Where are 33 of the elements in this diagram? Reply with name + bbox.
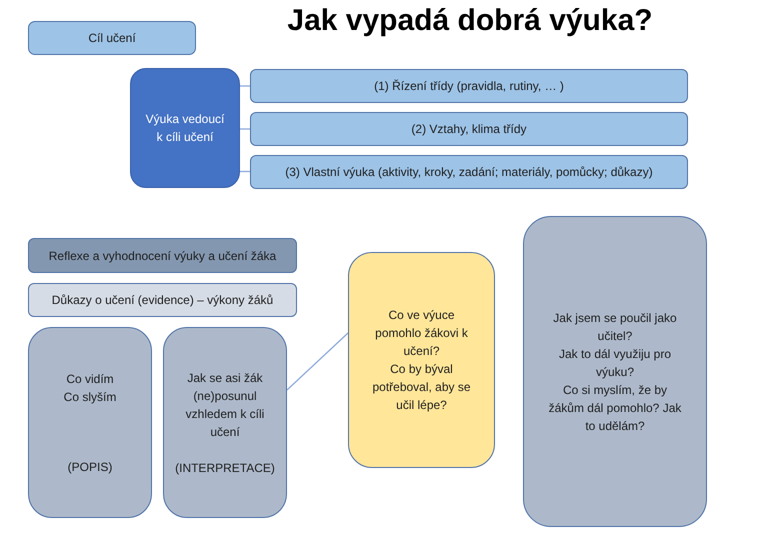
text-card (163, 327, 287, 518)
box-text: (3) Vlastní výuka (aktivity, kroky, zadání; materiály, pomůcky; důkazy) (285, 164, 653, 181)
box-text: (2) Vztahy, klima třídy (411, 121, 527, 138)
connector-line (286, 332, 348, 390)
box-text: Co si myslím, že by žákům dál pomohlo? Jak to udělám? (548, 382, 682, 434)
connector-line (240, 85, 250, 87)
connector-line (240, 128, 250, 130)
box-text: (INTERPRETACE) (175, 460, 275, 476)
box-text: Reflexe a vyhodnocení výuky a učení žáka (48, 248, 276, 264)
box-text: Výuka vedoucí k cíli učení (144, 111, 226, 146)
box-text: Co by býval potřeboval, aby se učil lépe? (371, 361, 472, 414)
connector-line (240, 170, 250, 172)
title: Jak vypadá dobrá výuka? (286, 4, 654, 38)
box-text: Co ve výuce pomohlo žákovi k učení? (374, 307, 469, 360)
category-box (250, 69, 688, 103)
text-card (28, 327, 152, 518)
box-text: Co vidím (66, 370, 114, 388)
box-text: (POPIS) (68, 458, 112, 476)
heading-box (28, 21, 196, 55)
box-text: Cíl učení (88, 30, 136, 47)
category-box (250, 155, 688, 189)
text-card (523, 216, 707, 527)
heading-box (28, 283, 297, 317)
box-text: (1) Řízení třídy (pravidla, rutiny, … ) (374, 78, 564, 95)
highlight-card (348, 252, 495, 468)
box-text: Jak to dál využiju pro výuku? (558, 346, 672, 380)
category-box (250, 112, 688, 146)
heading-box (28, 238, 297, 273)
box-text: Jak jsem se poučil jako učitel? (552, 310, 678, 344)
box-text: Co slyším (64, 388, 116, 406)
box-text: Jak se asi žák (ne)posunul vzhledem k cíli učení (184, 370, 266, 440)
central-box (130, 68, 240, 188)
box-text: Důkazy o učení (evidence) – výkony žáků (52, 292, 274, 309)
